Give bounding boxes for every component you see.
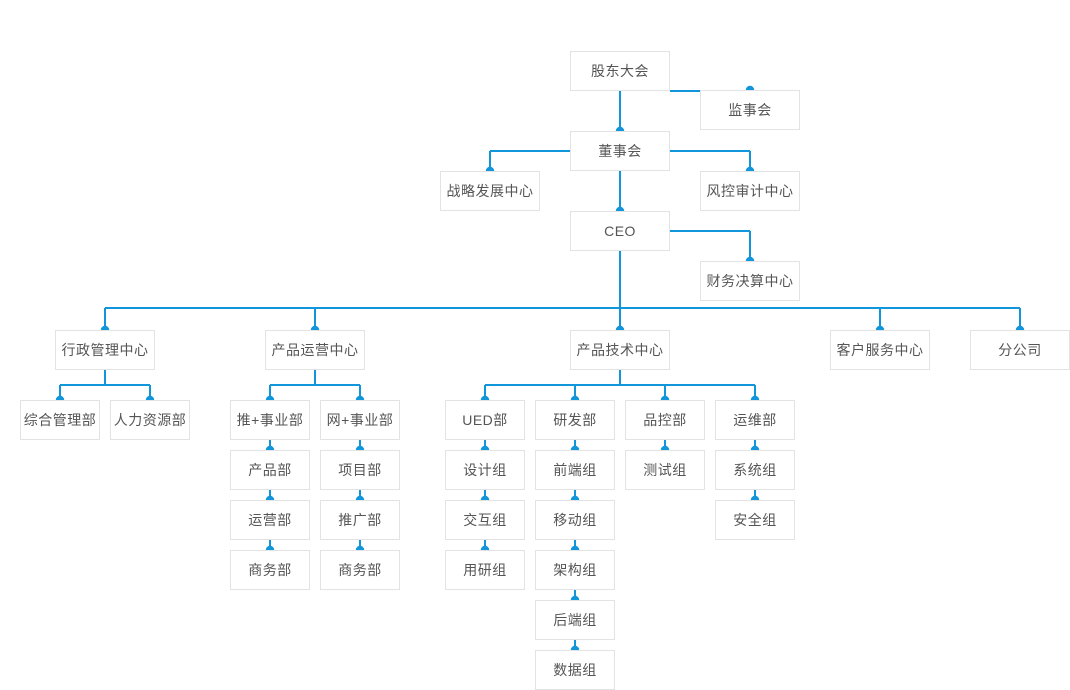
org-node[interactable]: 架构组 bbox=[535, 550, 615, 590]
org-node[interactable]: 系统组 bbox=[715, 450, 795, 490]
org-node-label: 网+事业部 bbox=[326, 412, 394, 428]
org-node[interactable]: 运维部 bbox=[715, 400, 795, 440]
org-node[interactable]: 用研组 bbox=[445, 550, 525, 590]
org-node-label: 风控审计中心 bbox=[706, 183, 794, 199]
org-node-label: 交互组 bbox=[463, 512, 507, 528]
org-node[interactable]: 综合管理部 bbox=[20, 400, 100, 440]
org-node-label: 商务部 bbox=[338, 562, 382, 578]
org-node[interactable]: 分公司 bbox=[970, 330, 1070, 370]
org-node[interactable]: 战略发展中心 bbox=[440, 171, 540, 211]
org-node[interactable]: 产品运营中心 bbox=[265, 330, 365, 370]
org-node[interactable]: 董事会 bbox=[570, 131, 670, 171]
org-node-label: 推+事业部 bbox=[236, 412, 304, 428]
org-node[interactable]: CEO bbox=[570, 211, 670, 251]
org-node[interactable]: 财务决算中心 bbox=[700, 261, 800, 301]
org-node[interactable]: 运营部 bbox=[230, 500, 310, 540]
org-node-label: 产品部 bbox=[248, 462, 292, 478]
org-node[interactable]: 前端组 bbox=[535, 450, 615, 490]
org-node-label: 后端组 bbox=[553, 612, 597, 628]
org-node-label: 用研组 bbox=[463, 562, 507, 578]
org-node[interactable]: 风控审计中心 bbox=[700, 171, 800, 211]
org-node[interactable]: 监事会 bbox=[700, 90, 800, 130]
org-node[interactable]: 产品技术中心 bbox=[570, 330, 670, 370]
org-node[interactable]: 交互组 bbox=[445, 500, 525, 540]
org-node-label: 监事会 bbox=[728, 102, 772, 118]
org-node[interactable]: 推+事业部 bbox=[230, 400, 310, 440]
org-node-label: CEO bbox=[604, 223, 636, 239]
org-node-label: UED部 bbox=[462, 412, 508, 428]
org-node[interactable]: UED部 bbox=[445, 400, 525, 440]
org-node[interactable]: 商务部 bbox=[230, 550, 310, 590]
org-node-label: 设计组 bbox=[463, 462, 507, 478]
org-node[interactable]: 股东大会 bbox=[570, 51, 670, 91]
org-node[interactable]: 客户服务中心 bbox=[830, 330, 930, 370]
org-node-label: 董事会 bbox=[598, 143, 642, 159]
org-node-label: 移动组 bbox=[553, 512, 597, 528]
org-node-label: 行政管理中心 bbox=[61, 342, 149, 358]
org-node-label: 研发部 bbox=[553, 412, 597, 428]
org-node-label: 客户服务中心 bbox=[836, 342, 924, 358]
org-node[interactable]: 测试组 bbox=[625, 450, 705, 490]
org-node-label: 安全组 bbox=[733, 512, 777, 528]
org-node[interactable]: 项目部 bbox=[320, 450, 400, 490]
org-node-label: 项目部 bbox=[338, 462, 382, 478]
org-node[interactable]: 移动组 bbox=[535, 500, 615, 540]
org-node[interactable]: 推广部 bbox=[320, 500, 400, 540]
org-node[interactable]: 研发部 bbox=[535, 400, 615, 440]
org-node-label: 运维部 bbox=[733, 412, 777, 428]
org-node-label: 产品技术中心 bbox=[576, 342, 664, 358]
org-node-label: 股东大会 bbox=[591, 63, 649, 79]
org-node[interactable]: 后端组 bbox=[535, 600, 615, 640]
org-node-label: 战略发展中心 bbox=[446, 183, 534, 199]
org-node-label: 系统组 bbox=[733, 462, 777, 478]
org-node[interactable]: 设计组 bbox=[445, 450, 525, 490]
org-node-label: 运营部 bbox=[248, 512, 292, 528]
org-node-label: 前端组 bbox=[553, 462, 597, 478]
org-node-label: 推广部 bbox=[338, 512, 382, 528]
org-node-label: 人力资源部 bbox=[113, 412, 187, 428]
org-node-label: 数据组 bbox=[553, 662, 597, 678]
org-node[interactable]: 数据组 bbox=[535, 650, 615, 690]
org-node[interactable]: 安全组 bbox=[715, 500, 795, 540]
org-node-label: 测试组 bbox=[643, 462, 687, 478]
org-node-label: 分公司 bbox=[998, 342, 1042, 358]
org-node[interactable]: 商务部 bbox=[320, 550, 400, 590]
org-node-label: 综合管理部 bbox=[23, 412, 97, 428]
org-node-label: 财务决算中心 bbox=[706, 273, 794, 289]
org-node[interactable]: 网+事业部 bbox=[320, 400, 400, 440]
org-node-label: 品控部 bbox=[643, 412, 687, 428]
org-node-label: 架构组 bbox=[553, 562, 597, 578]
org-node-label: 商务部 bbox=[248, 562, 292, 578]
org-node[interactable]: 行政管理中心 bbox=[55, 330, 155, 370]
org-node[interactable]: 人力资源部 bbox=[110, 400, 190, 440]
org-node-label: 产品运营中心 bbox=[271, 342, 359, 358]
org-node[interactable]: 产品部 bbox=[230, 450, 310, 490]
org-node[interactable]: 品控部 bbox=[625, 400, 705, 440]
